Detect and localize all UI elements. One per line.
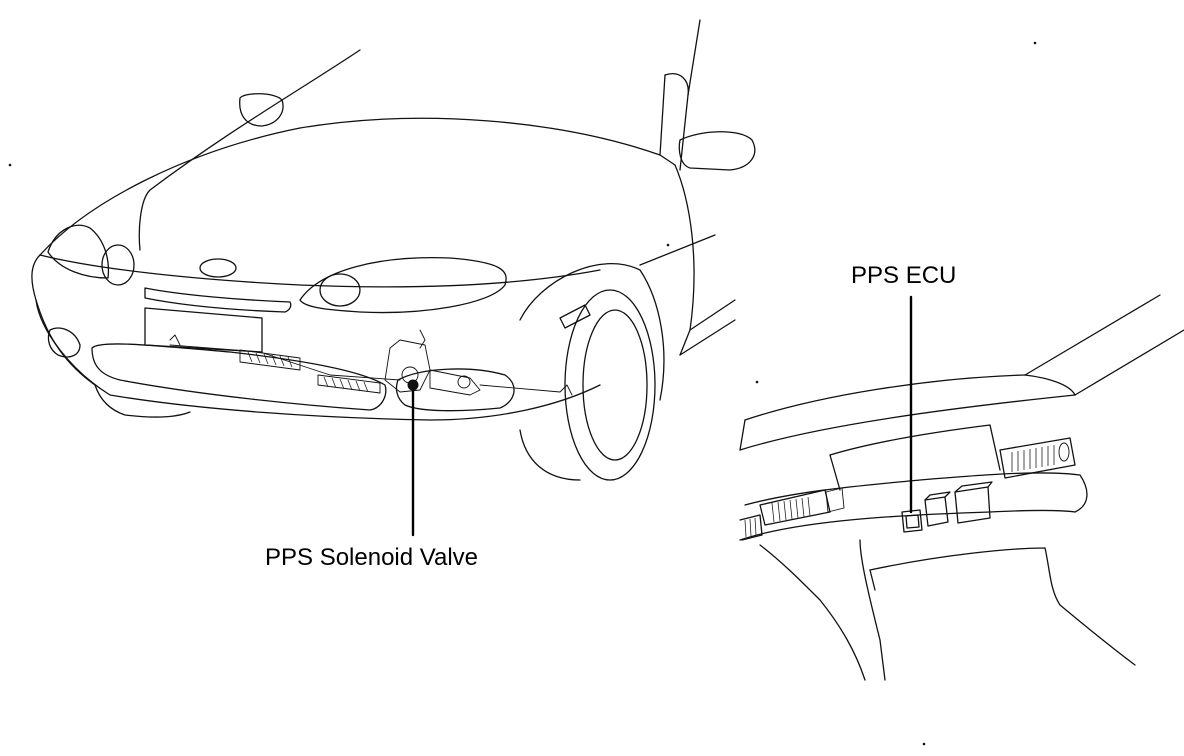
car-illustration xyxy=(31,19,756,537)
pps-solenoid-valve-label: PPS Solenoid Valve xyxy=(265,544,479,571)
scan-noise xyxy=(8,41,1037,746)
pps-ecu-label: PPS ECU xyxy=(851,262,957,289)
dashboard-illustration xyxy=(739,294,1184,681)
